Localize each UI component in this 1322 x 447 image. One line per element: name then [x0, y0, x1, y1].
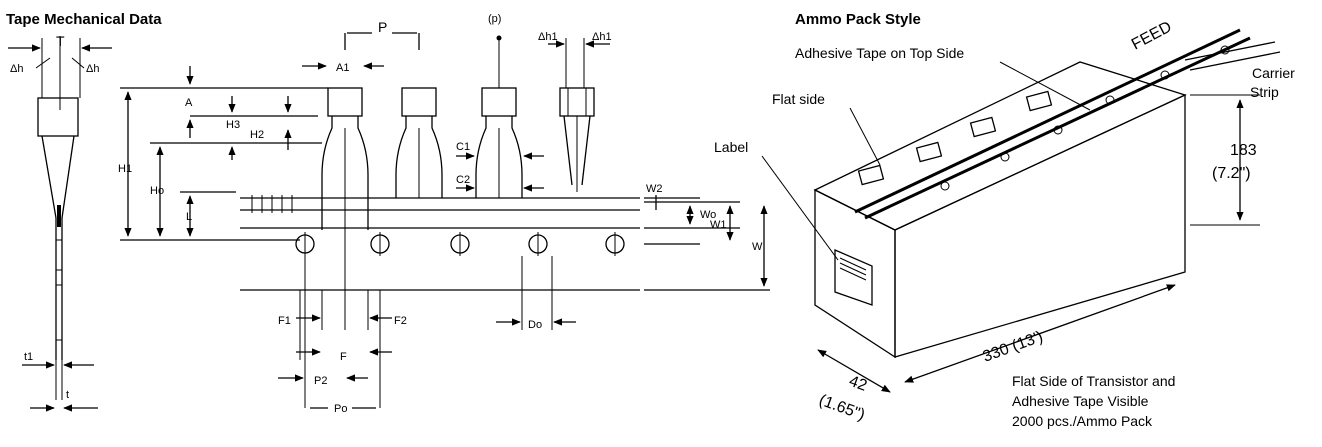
- label-W2: W2: [646, 183, 663, 195]
- label-Do: Do: [528, 319, 542, 331]
- depth-mm: 42: [847, 373, 870, 395]
- feed-label: FEED: [1129, 18, 1175, 53]
- note-line-2: Adhesive Tape Visible: [1012, 393, 1149, 409]
- height-in: (7.2"): [1212, 165, 1251, 182]
- tape-strip: [240, 195, 640, 291]
- label-Po: Po: [334, 403, 347, 415]
- label-H1: H1: [118, 163, 132, 175]
- ammo-title: Ammo Pack Style: [795, 11, 921, 28]
- ammo-box: [813, 61, 1187, 359]
- label-A1: A1: [336, 62, 349, 74]
- adhesive-label: Adhesive Tape on Top Side: [795, 45, 964, 61]
- note-line-1: Flat Side of Transistor and: [1012, 373, 1175, 389]
- label-F1: F1: [278, 315, 291, 327]
- label-W1: W1: [710, 219, 727, 231]
- label-dh1-left: Δh1: [538, 31, 558, 43]
- length-label: 330 (13'): [981, 328, 1046, 365]
- label-t1: t1: [24, 351, 33, 363]
- label-H3: H3: [226, 119, 240, 131]
- label-dh-right: Δh: [86, 63, 99, 75]
- label-C2: C2: [456, 174, 470, 186]
- label-F2: F2: [394, 315, 407, 327]
- label-t: t: [66, 389, 69, 401]
- side-profile-view: T Δh Δh t1 t: [8, 33, 112, 412]
- label-label: Label: [714, 139, 748, 155]
- label-H2: H2: [250, 129, 264, 141]
- label-dh-left: Δh: [10, 63, 23, 75]
- height-mm: 183: [1230, 142, 1257, 159]
- tape-title: Tape Mechanical Data: [6, 11, 162, 28]
- transistor-1: [321, 87, 369, 330]
- label-L: L: [186, 211, 192, 223]
- carrier-strip: [854, 28, 1281, 220]
- label-Ho: Ho: [150, 185, 164, 197]
- label-P: P: [378, 19, 387, 35]
- label-W: W: [752, 241, 763, 253]
- label-A: A: [185, 97, 193, 109]
- label-T: T: [56, 33, 65, 49]
- transistor-3: [475, 35, 523, 198]
- transistor-2: [395, 87, 443, 198]
- flat-side-label: Flat side: [772, 91, 825, 107]
- carrier-label: Carrier: [1252, 65, 1295, 81]
- label-dh1-right: Δh1: [592, 31, 612, 43]
- label-C1: C1: [456, 141, 470, 153]
- depth-in: (1.65"): [817, 392, 867, 424]
- label-Wo: Wo: [700, 209, 716, 221]
- note-line-3: 2000 pcs./Ammo Pack: [1012, 413, 1153, 429]
- strip-label: Strip: [1250, 84, 1279, 100]
- label-F: F: [340, 351, 347, 363]
- label-p-top: (p): [488, 13, 501, 25]
- label-P2: P2: [314, 375, 327, 387]
- transistor-4: [559, 38, 595, 192]
